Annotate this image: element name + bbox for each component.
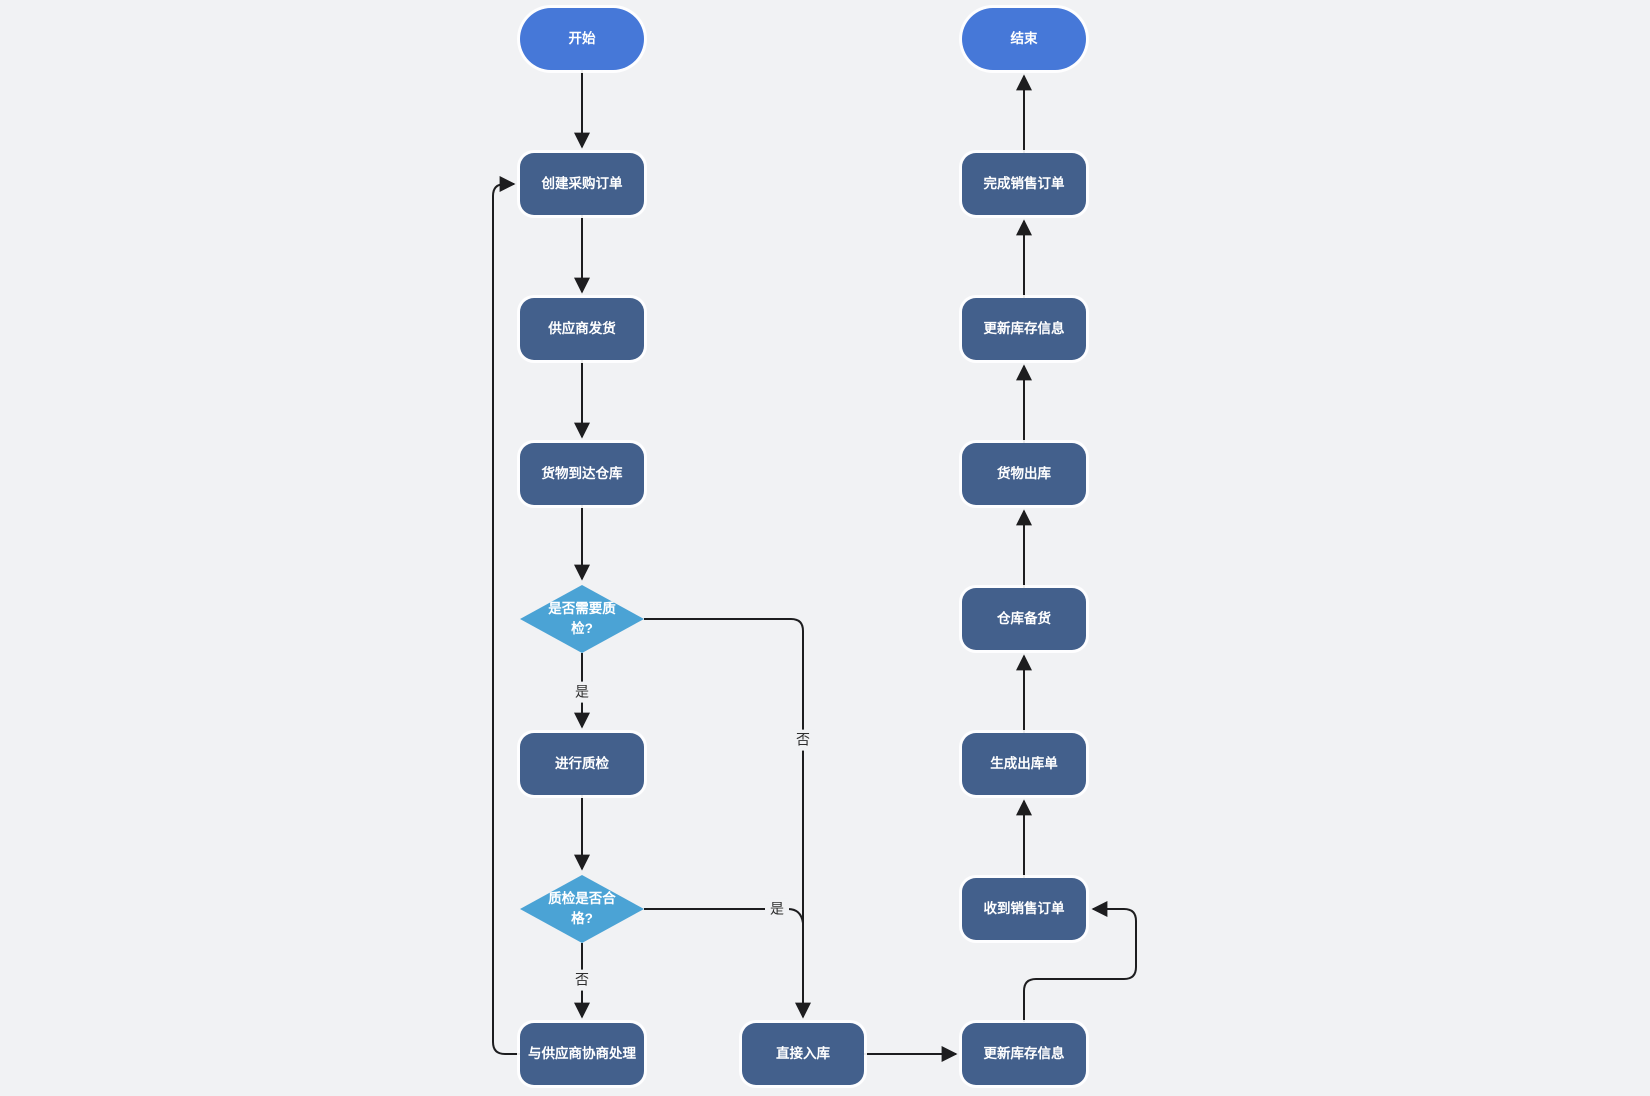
edge-label-1: 否 xyxy=(791,729,815,751)
node-label-direct-inbound: 直接入库 xyxy=(776,1046,830,1062)
node-complete-sales-order[interactable]: 完成销售订单 xyxy=(962,153,1086,215)
node-label-qc-pass: 质检是否合格? xyxy=(548,891,616,926)
edge-need-qc-to-direct-inbound xyxy=(644,618,811,1019)
node-label-update-inventory-in: 更新库存信息 xyxy=(983,1046,1065,1062)
node-label-do-qc: 进行质检 xyxy=(555,756,609,772)
node-supplier-ship[interactable]: 供应商发货 xyxy=(520,298,644,360)
node-goods-outbound[interactable]: 货物出库 xyxy=(962,443,1086,505)
node-update-inventory-out[interactable]: 更新库存信息 xyxy=(962,298,1086,360)
node-label-update-inventory-out: 更新库存信息 xyxy=(983,321,1065,337)
node-create-po[interactable]: 创建采购订单 xyxy=(520,153,644,215)
node-label-goods-outbound: 货物出库 xyxy=(997,466,1051,482)
edge-update-inventory-in-to-receive-sales-order xyxy=(1023,901,1137,1022)
node-receive-sales-order[interactable]: 收到销售订单 xyxy=(962,878,1086,940)
node-negotiate-supplier[interactable]: 与供应商协商处理 xyxy=(520,1023,644,1085)
node-end[interactable]: 结束 xyxy=(962,8,1086,70)
node-label-need-qc: 是否需要质检? xyxy=(548,601,616,636)
node-label-gen-outbound-order: 生成出库单 xyxy=(990,756,1058,772)
edge-negotiate-supplier-to-create-po xyxy=(492,176,520,1055)
edge-label-0: 是 xyxy=(570,681,594,703)
node-goods-arrive[interactable]: 货物到达仓库 xyxy=(520,443,644,505)
node-direct-inbound[interactable]: 直接入库 xyxy=(742,1023,864,1085)
node-label-negotiate-supplier: 与供应商协商处理 xyxy=(528,1046,636,1062)
node-gen-outbound-order[interactable]: 生成出库单 xyxy=(962,733,1086,795)
node-warehouse-prep[interactable]: 仓库备货 xyxy=(962,588,1086,650)
node-update-inventory-in[interactable]: 更新库存信息 xyxy=(962,1023,1086,1085)
node-label-warehouse-prep: 仓库备货 xyxy=(997,611,1051,627)
node-label-goods-arrive: 货物到达仓库 xyxy=(541,466,623,482)
node-start[interactable]: 开始 xyxy=(520,8,644,70)
node-do-qc[interactable]: 进行质检 xyxy=(520,733,644,795)
edge-label-2: 是 xyxy=(765,898,789,920)
node-label-start: 开始 xyxy=(568,31,596,47)
edge-label-3: 否 xyxy=(570,969,594,991)
node-label-receive-sales-order: 收到销售订单 xyxy=(983,901,1065,917)
node-label-create-po: 创建采购订单 xyxy=(541,176,623,192)
node-label-end: 结束 xyxy=(1010,31,1038,47)
node-label-complete-sales-order: 完成销售订单 xyxy=(983,176,1065,192)
node-label-supplier-ship: 供应商发货 xyxy=(548,321,616,337)
